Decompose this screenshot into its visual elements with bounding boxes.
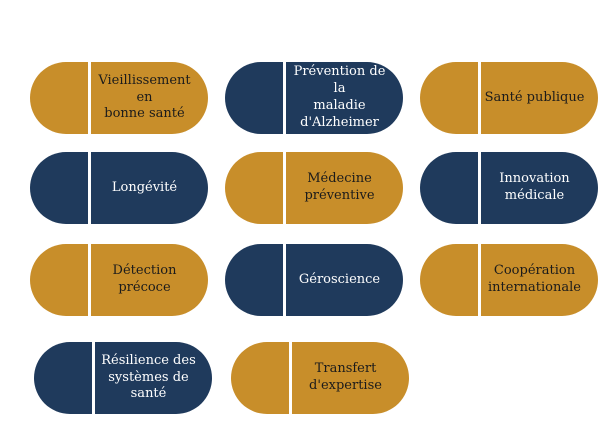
pill-innovation-medicale: Innovation médicale [420, 152, 598, 224]
pill-label: Santé publique [484, 89, 585, 105]
pill-resilience-systemes-sante: Résilience des systèmes de santé [34, 342, 212, 414]
pill-sante-publique: Santé publique [420, 62, 598, 134]
pill-label: Prévention de la maladie d'Alzheimer [293, 64, 386, 130]
pill-label: Coopération internationale [488, 263, 581, 295]
pill-medecine-preventive: Médecine préventive [225, 152, 403, 224]
pill-label: Longévité [111, 179, 178, 195]
pill-divider [88, 244, 91, 316]
pill-divider [478, 62, 481, 134]
pill-prevention-alzheimer: Prévention de la maladie d'Alzheimer [225, 62, 403, 134]
pill-detection-precoce: Détection précoce [30, 244, 208, 316]
pill-label: Résilience des systèmes de santé [101, 352, 196, 402]
pill-divider [283, 244, 286, 316]
pill-transfert-expertise: Transfert d'expertise [231, 342, 409, 414]
pill-divider [478, 152, 481, 224]
pill-divider [92, 342, 95, 414]
pill-label: Vieillissement en bonne santé [98, 72, 191, 122]
pill-divider [88, 62, 91, 134]
pill-label: Détection précoce [112, 263, 177, 295]
pill-divider [88, 152, 91, 224]
pill-divider [289, 342, 292, 414]
pill-longevite: Longévité [30, 152, 208, 224]
pill-divider [283, 62, 286, 134]
pill-label: Innovation médicale [499, 171, 570, 203]
pill-vieillissement-en-bonne-sante: Vieillissement en bonne santé [30, 62, 208, 134]
pill-label: Médecine préventive [304, 171, 375, 203]
pill-divider [283, 152, 286, 224]
pill-divider [478, 244, 481, 316]
pill-label: Géroscience [298, 271, 381, 287]
pill-geroscience: Géroscience [225, 244, 403, 316]
pill-label: Transfert d'expertise [309, 361, 382, 393]
pill-cooperation-internationale: Coopération internationale [420, 244, 598, 316]
